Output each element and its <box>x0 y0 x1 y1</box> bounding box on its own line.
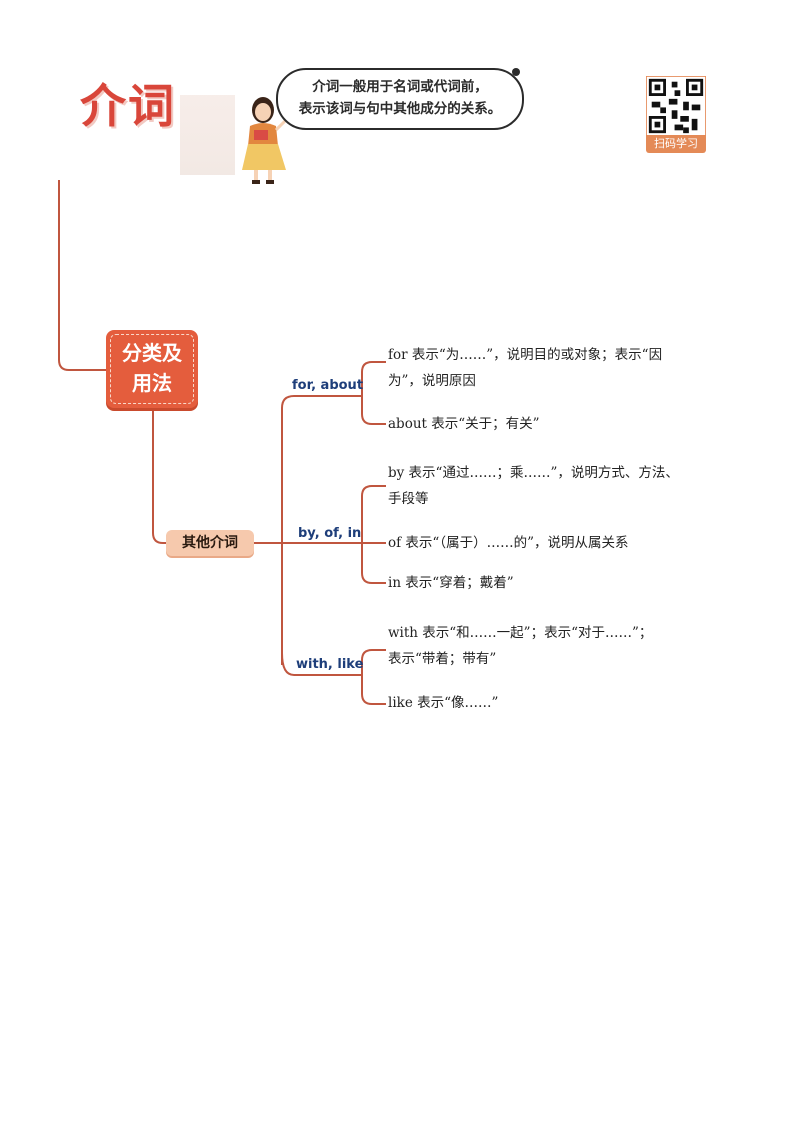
in-leaf-line <box>361 543 386 584</box>
by-leaf-line <box>361 485 386 543</box>
leaf-item: like 表示“像……” <box>388 690 498 716</box>
speech-line-1: 介词一般用于名词或代词前， <box>312 79 488 95</box>
leaf-item: in 表示“穿着；戴着” <box>388 570 514 596</box>
qr-code-icon[interactable] <box>646 76 706 136</box>
leaf-line: 手段等 <box>388 491 429 507</box>
main-to-sub-line <box>152 410 166 544</box>
for-leaf-line <box>361 361 386 396</box>
leaf-line: like 表示“像……” <box>388 695 499 711</box>
leaf-line: of 表示“（属于）……的”，说明从属关系 <box>388 535 629 551</box>
leaf-item: by 表示“通过……；乘……”，说明方式、方法、 手段等 <box>388 460 679 512</box>
bubble-dot <box>512 68 520 76</box>
branch-label: with, like <box>296 657 364 672</box>
leaf-line: 表示“带着；带有” <box>388 651 497 667</box>
leaf-line: in 表示“穿着；戴着” <box>388 575 514 591</box>
leaf-item: of 表示“（属于）……的”，说明从属关系 <box>388 530 628 556</box>
sub-node: 其他介词 <box>166 530 254 556</box>
trunk-top <box>281 395 362 409</box>
speech-bubble: 介词一般用于名词或代词前， 表示该词与句中其他成分的关系。 <box>276 68 524 130</box>
leaf-line: with 表示“和……一起”；表示“对于……”； <box>388 625 653 641</box>
main-node-line-1: 分类及 <box>122 341 182 365</box>
speech-line-2: 表示该词与句中其他成分的关系。 <box>298 101 502 117</box>
branch-label: by, of, in <box>298 526 362 541</box>
leaf-line: for 表示“为……”，说明目的或对象；表示“因 <box>388 347 663 363</box>
leaf-item: for 表示“为……”，说明目的或对象；表示“因 为”，说明原因 <box>388 342 662 394</box>
trunk-bottom <box>281 652 362 676</box>
main-node-border <box>110 334 194 404</box>
qr-label[interactable]: 扫码学习 <box>646 135 706 153</box>
leaf-line: about 表示“关于；有关” <box>388 416 540 432</box>
teacher-illustration-icon <box>242 97 292 184</box>
leaf-item: about 表示“关于；有关” <box>388 411 540 437</box>
leaf-line: by 表示“通过……；乘……”，说明方式、方法、 <box>388 465 679 481</box>
like-leaf-line <box>361 675 386 705</box>
main-node-line-2: 用法 <box>132 371 172 395</box>
main-node: 分类及 用法 <box>106 330 198 408</box>
leaf-line: 为”，说明原因 <box>388 373 476 389</box>
branch-label: for, about <box>292 378 364 393</box>
with-leaf-line <box>361 649 386 675</box>
leaf-item: with 表示“和……一起”；表示“对于……”； 表示“带着；带有” <box>388 620 652 672</box>
title-decoration <box>180 95 235 175</box>
page-title: 介词 <box>80 79 176 133</box>
title-to-main-line <box>58 180 106 371</box>
about-leaf-line <box>361 396 386 425</box>
